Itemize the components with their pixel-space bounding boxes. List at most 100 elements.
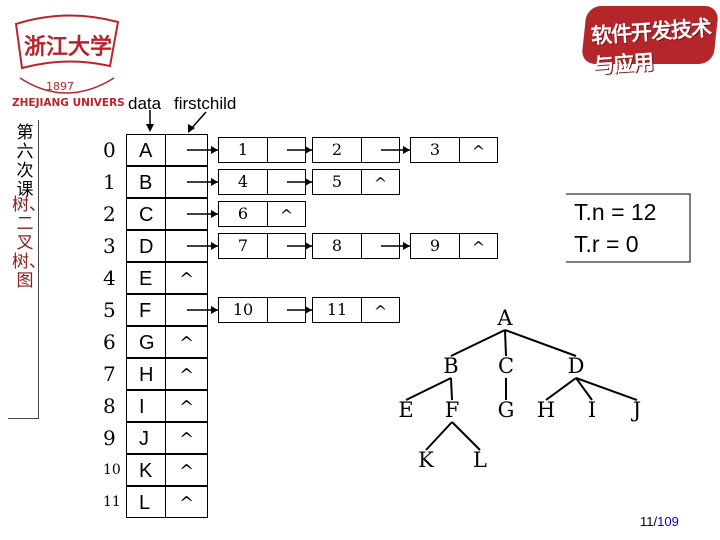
tree-edge: [575, 377, 593, 401]
tree-edge: [504, 329, 577, 357]
cell-data: I: [126, 390, 166, 422]
child-node-next: [362, 137, 400, 163]
child-node-index: 10: [218, 297, 268, 323]
child-node-next: [268, 233, 306, 259]
child-node-next: [268, 169, 306, 195]
cell-firstchild: [166, 198, 208, 230]
row-index: 1: [103, 170, 116, 194]
child-node-next: ^: [460, 137, 498, 163]
child-node-index: 5: [312, 169, 362, 195]
tree-node: C: [492, 354, 520, 378]
page-current: 11/: [640, 514, 658, 529]
cell-data: K: [126, 454, 166, 486]
child-node-next: ^: [362, 169, 400, 195]
cell-data: L: [126, 486, 166, 518]
pointer-line: [189, 111, 207, 131]
tree-edge: [504, 329, 507, 357]
row-index: 7: [103, 362, 116, 386]
pointer-arrowhead: [211, 146, 218, 154]
row-index: 0: [103, 138, 116, 162]
cell-data: F: [126, 294, 166, 326]
row-index: 9: [103, 426, 116, 450]
row-index: 6: [103, 330, 116, 354]
tree-node: I: [578, 398, 606, 422]
pointer-arrowhead: [211, 242, 218, 250]
row-index: 10: [103, 462, 121, 478]
course-logo-text: 软件开发技术与应用: [590, 15, 712, 79]
row-index: 3: [103, 234, 116, 258]
cell-firstchild: ^: [166, 390, 208, 422]
cell-data: C: [126, 198, 166, 230]
child-node-next: ^: [268, 201, 306, 227]
header-data: data: [128, 94, 162, 113]
child-node-index: 7: [218, 233, 268, 259]
logo-year: 1897: [46, 80, 74, 93]
cell-data: B: [126, 166, 166, 198]
cell-data: D: [126, 230, 166, 262]
zju-logo: 浙江大学 1897 ZHEJIANG UNIVERSITY: [6, 4, 124, 116]
child-node-index: 8: [312, 233, 362, 259]
tree-node: H: [532, 398, 560, 422]
header-firstchild: firstchild: [174, 94, 237, 113]
tree-node: J: [623, 398, 651, 422]
pointer-arrowhead: [305, 146, 312, 154]
cell-firstchild: ^: [166, 358, 208, 390]
pointer-arrowhead: [211, 306, 218, 314]
tree-node: F: [438, 398, 466, 422]
course-logo: 软件开发技术与应用: [580, 6, 720, 78]
row-index: 5: [103, 298, 116, 322]
pointer-arrowhead: [211, 210, 218, 218]
cell-firstchild: [166, 230, 208, 262]
zju-logo-emblem: 浙江大学 1897 ZHEJIANG UNIVERSITY: [12, 14, 124, 109]
cell-firstchild: ^: [166, 454, 208, 486]
child-node-index: 6: [218, 201, 268, 227]
child-node-index: 11: [312, 297, 362, 323]
cell-firstchild: ^: [166, 262, 208, 294]
child-node-next: ^: [362, 297, 400, 323]
side-title-topic: 树、二叉树、图: [12, 195, 46, 291]
info-n: T.n = 12: [574, 199, 657, 225]
cell-firstchild: [166, 294, 208, 326]
info-r: T.r = 0: [574, 231, 639, 257]
page-number: 11/109: [640, 514, 679, 529]
tree-node: A: [491, 306, 519, 330]
row-index: 11: [103, 494, 121, 510]
cell-firstchild: ^: [166, 326, 208, 358]
cell-data: H: [126, 358, 166, 390]
tree-edge: [450, 377, 453, 401]
pointer-arrowhead: [403, 242, 410, 250]
pointer-arrowhead: [305, 178, 312, 186]
pointer-arrowhead: [305, 242, 312, 250]
cell-firstchild: ^: [166, 486, 208, 518]
pointer-arrowhead: [211, 178, 218, 186]
child-node-index: 3: [410, 137, 460, 163]
child-node-next: [268, 137, 306, 163]
row-index: 8: [103, 394, 116, 418]
cell-firstchild: [166, 134, 208, 166]
cell-data: A: [126, 134, 166, 166]
tree-node: E: [392, 398, 420, 422]
row-index: 4: [103, 266, 116, 290]
tree-edge: [425, 421, 453, 451]
child-node-index: 9: [410, 233, 460, 259]
tree-edge: [451, 421, 481, 451]
cell-data: G: [126, 326, 166, 358]
child-node-index: 2: [312, 137, 362, 163]
tree-edge: [545, 377, 577, 401]
side-strip: [8, 120, 39, 419]
tree-edge: [450, 329, 506, 357]
logo-chars: 浙江大学: [24, 34, 112, 60]
cell-data: J: [126, 422, 166, 454]
cell-firstchild: [166, 166, 208, 198]
tree-node: B: [437, 354, 465, 378]
cell-data: E: [126, 262, 166, 294]
side-title-lesson: 第六次课: [16, 123, 34, 200]
tree-node: K: [412, 448, 440, 472]
pointer-arrowhead: [305, 306, 312, 314]
child-node-index: 1: [218, 137, 268, 163]
tree-node: G: [492, 398, 520, 422]
child-node-next: ^: [460, 233, 498, 259]
tree-node: L: [466, 448, 494, 472]
tree-edge: [405, 377, 452, 401]
tree-node: D: [562, 354, 590, 378]
